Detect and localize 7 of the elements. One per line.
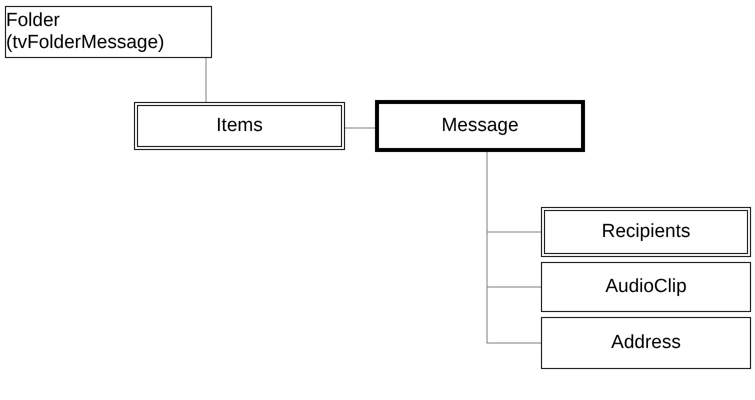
entity-box: AudioClip xyxy=(541,262,751,312)
entity-box: Address xyxy=(541,317,751,369)
connector-line xyxy=(486,152,542,344)
entity-box: Folder (tvFolderMessage) xyxy=(5,6,212,58)
entity-box: Items xyxy=(134,102,345,150)
entity-box: Message xyxy=(375,100,585,152)
entity-box: Recipients xyxy=(541,207,751,257)
